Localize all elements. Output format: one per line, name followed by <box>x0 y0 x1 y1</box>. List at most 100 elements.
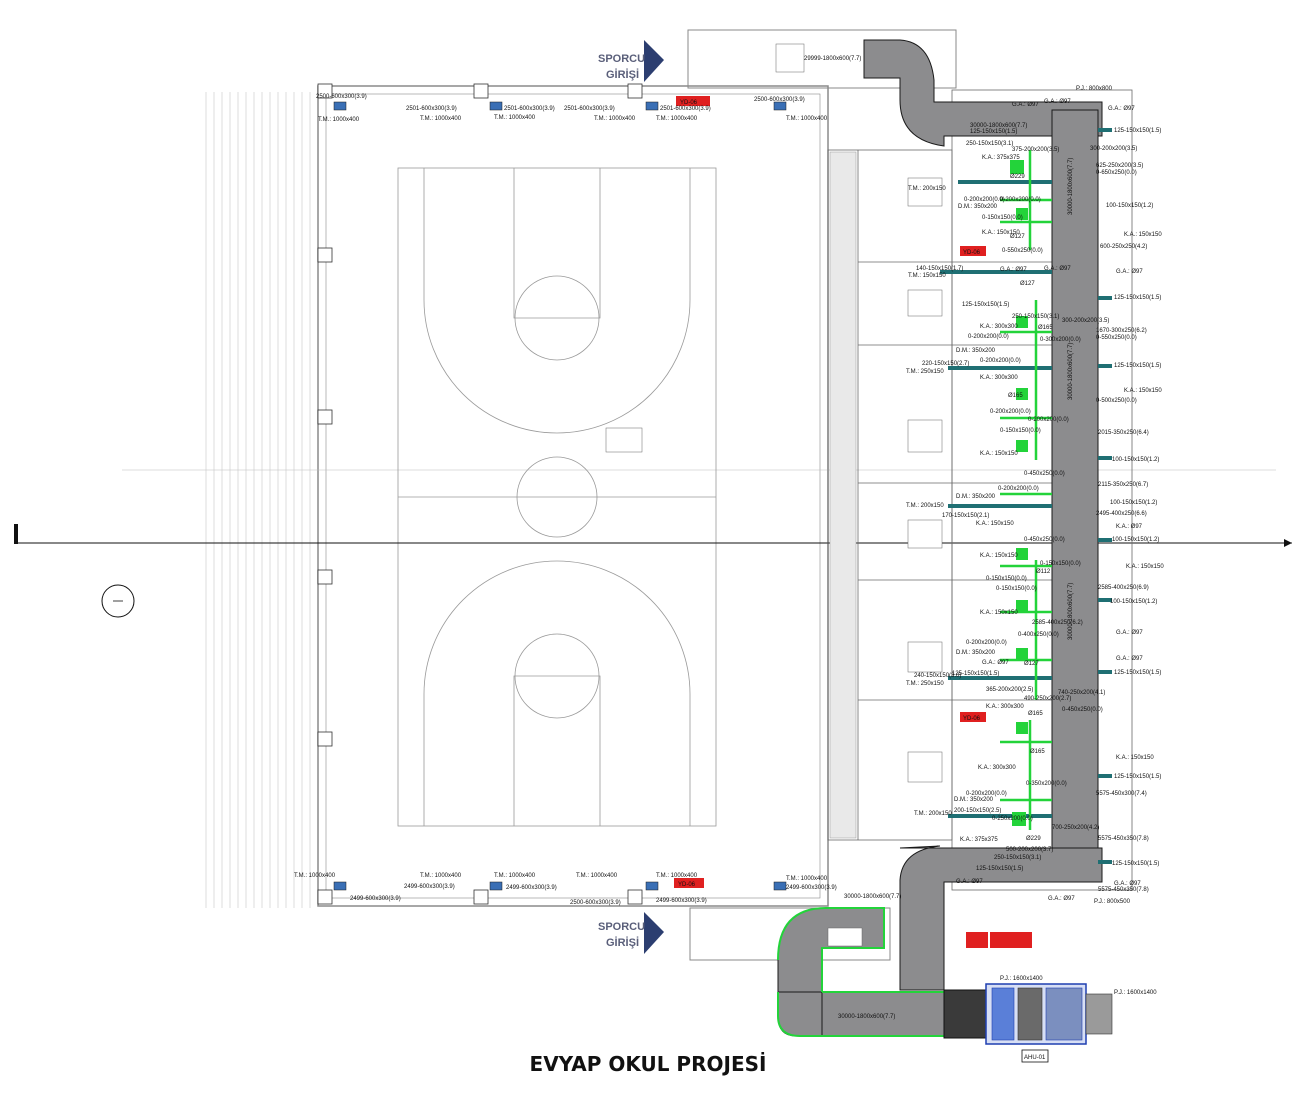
svg-text:K.A.: 150x150: K.A.: 150x150 <box>1124 232 1162 238</box>
svg-text:T.M.: 200x150: T.M.: 200x150 <box>906 503 944 509</box>
svg-text:Ø112: Ø112 <box>1036 569 1051 575</box>
svg-text:625-250x200(3.5): 625-250x200(3.5) <box>1096 163 1143 169</box>
svg-text:K.A.: 150x150: K.A.: 150x150 <box>982 230 1020 236</box>
svg-text:Ø127: Ø127 <box>1024 661 1039 667</box>
svg-text:T.M.: 200x150: T.M.: 200x150 <box>908 186 946 192</box>
red-tag: YD-06 <box>674 878 704 888</box>
svg-text:30000-1800x600(7.7): 30000-1800x600(7.7) <box>970 123 1027 129</box>
svg-text:0-250x200(0.0): 0-250x200(0.0) <box>992 816 1033 822</box>
red-tag: YD-06 <box>676 96 710 106</box>
svg-text:0-150x150(0.0): 0-150x150(0.0) <box>986 576 1027 582</box>
svg-text:2115-350x250(6.7): 2115-350x250(6.7) <box>1098 482 1148 488</box>
svg-text:K.A.: 300x300: K.A.: 300x300 <box>980 375 1018 381</box>
svg-text:G.A.: Ø97: G.A.: Ø97 <box>1000 267 1027 273</box>
right-branch-labels: G.A.: Ø97 125-150x150(1.5) 300-200x200(3… <box>1090 106 1164 893</box>
svg-text:140-150x150(1.7): 140-150x150(1.7) <box>916 266 963 272</box>
svg-text:K.A.: Ø97: K.A.: Ø97 <box>1116 524 1143 530</box>
svg-text:G.A.: Ø97: G.A.: Ø97 <box>1108 106 1135 112</box>
svg-text:T.M.: 1000x400: T.M.: 1000x400 <box>318 117 360 123</box>
svg-text:K.A.: 300x300: K.A.: 300x300 <box>978 765 1016 771</box>
svg-text:G.A.: Ø97: G.A.: Ø97 <box>1114 881 1141 887</box>
main-duct-ahu-run <box>821 991 945 1037</box>
svg-text:1670-300x250(6.2): 1670-300x250(6.2) <box>1096 328 1147 334</box>
svg-text:5575-450x300(7.4): 5575-450x300(7.4) <box>1096 791 1147 797</box>
svg-text:Ø165: Ø165 <box>1030 749 1045 755</box>
hatch-wall <box>829 151 857 839</box>
svg-text:0-450x250(0.0): 0-450x250(0.0) <box>1024 471 1065 477</box>
svg-text:250-150x150(3.1): 250-150x150(3.1) <box>966 141 1013 147</box>
main-duct-riser <box>1051 109 1099 861</box>
wall-grilles <box>333 101 787 891</box>
svg-text:Ø165: Ø165 <box>1028 711 1043 717</box>
entry-bottom-line1: SPORCU <box>598 921 645 933</box>
pj-labels: P.J.: 800x800 P.J.: 800x500 P.J.: 1600x1… <box>1000 86 1157 996</box>
svg-text:490-250x200(2.7): 490-250x200(2.7) <box>1024 696 1071 702</box>
svg-text:Ø229: Ø229 <box>1010 174 1025 180</box>
svg-text:100-150x150(1.2): 100-150x150(1.2) <box>1110 599 1157 605</box>
svg-text:2499-600x300(3.9): 2499-600x300(3.9) <box>656 898 707 904</box>
entry-top-line1: SPORCU <box>598 53 645 65</box>
svg-text:30000-1800x600(7.7): 30000-1800x600(7.7) <box>1068 583 1074 640</box>
room-legends <box>605 43 943 947</box>
svg-text:0-200x200(0.0): 0-200x200(0.0) <box>998 486 1039 492</box>
svg-text:K.A.: 150x150: K.A.: 150x150 <box>980 610 1018 616</box>
svg-text:100-150x150(1.2): 100-150x150(1.2) <box>1106 203 1153 209</box>
svg-text:2585-400x250(6.2): 2585-400x250(6.2) <box>1032 620 1083 626</box>
red-tag: YD-06 <box>960 712 986 722</box>
main-duct-top <box>863 39 1103 147</box>
svg-text:D.M.: 350x200: D.M.: 350x200 <box>958 204 998 210</box>
svg-text:T.M.: 1000x400: T.M.: 1000x400 <box>786 876 828 882</box>
svg-text:2500-600x300(3.9): 2500-600x300(3.9) <box>316 94 367 100</box>
svg-text:G.A.: Ø97: G.A.: Ø97 <box>1044 266 1071 272</box>
svg-text:2499-600x300(3.9): 2499-600x300(3.9) <box>350 896 401 902</box>
svg-text:T.M.: 1000x400: T.M.: 1000x400 <box>420 873 462 879</box>
svg-text:0-350x200(0.0): 0-350x200(0.0) <box>1026 781 1067 787</box>
svg-text:D.M.: 350x200: D.M.: 350x200 <box>954 797 994 803</box>
svg-text:Ø165: Ø165 <box>1038 325 1053 331</box>
svg-text:740-250x200(4.1): 740-250x200(4.1) <box>1058 690 1105 696</box>
top-row-labels: 2500-600x300(3.9) 2501-600x300(3.9) 2501… <box>316 94 828 123</box>
svg-text:2499-600x300(3.9): 2499-600x300(3.9) <box>786 885 837 891</box>
svg-text:0-200x200(0.0): 0-200x200(0.0) <box>990 409 1031 415</box>
svg-text:500-200x200(3.7): 500-200x200(3.7) <box>1006 847 1053 853</box>
svg-text:2501-600x300(3.9): 2501-600x300(3.9) <box>660 106 711 112</box>
svg-text:2500-600x300(3.9): 2500-600x300(3.9) <box>754 97 805 103</box>
svg-text:2501-600x300(3.9): 2501-600x300(3.9) <box>504 106 555 112</box>
svg-text:0-200x200(0.0): 0-200x200(0.0) <box>980 358 1021 364</box>
svg-text:0-200x200(0.0): 0-200x200(0.0) <box>966 791 1007 797</box>
svg-text:T.M.: 1000x400: T.M.: 1000x400 <box>420 116 462 122</box>
svg-text:YD-06: YD-06 <box>680 100 698 106</box>
exhaust-units <box>966 932 1032 948</box>
main-duct-labels: 29999-1800x600(7.7) 30000-1800x600(7.7) … <box>804 56 1074 1020</box>
svg-text:125-150x150(1.5): 125-150x150(1.5) <box>962 302 1009 308</box>
inner-labels: G.A.: Ø97 G.A.: Ø97 125-150x150(1.5) 250… <box>952 99 1109 902</box>
entry-bottom: SPORCU GİRİŞİ <box>598 912 664 954</box>
svg-text:T.M.: 150x150: T.M.: 150x150 <box>908 273 946 279</box>
entry-arrow-icon <box>644 40 664 82</box>
svg-text:250-150x150(3.1): 250-150x150(3.1) <box>1012 314 1059 320</box>
svg-text:D.M.: 350x200: D.M.: 350x200 <box>956 494 996 500</box>
svg-text:T.M.: 1000x400: T.M.: 1000x400 <box>576 873 618 879</box>
svg-text:0-150x150(0.0): 0-150x150(0.0) <box>982 215 1023 221</box>
svg-text:T.M.: 1000x400: T.M.: 1000x400 <box>656 873 698 879</box>
svg-text:125-150x150(1.5): 125-150x150(1.5) <box>976 866 1023 872</box>
svg-text:K.A.: 150x150: K.A.: 150x150 <box>980 553 1018 559</box>
svg-text:125-150x150(1.5): 125-150x150(1.5) <box>970 129 1017 135</box>
svg-text:G.A.: Ø97: G.A.: Ø97 <box>1044 99 1071 105</box>
svg-text:0-450x250(0.0): 0-450x250(0.0) <box>1062 707 1103 713</box>
svg-text:D.M.: 350x200: D.M.: 350x200 <box>956 348 996 354</box>
columns <box>317 83 643 905</box>
svg-text:0-500x250(0.0): 0-500x250(0.0) <box>1096 398 1137 404</box>
svg-text:Ø229: Ø229 <box>1026 836 1041 842</box>
svg-text:0-150x150(0.0): 0-150x150(0.0) <box>1000 428 1041 434</box>
svg-text:125-150x150(1.5): 125-150x150(1.5) <box>1114 670 1161 676</box>
basketball-court <box>397 167 717 827</box>
svg-text:5575-450x350(7.8): 5575-450x350(7.8) <box>1098 836 1149 842</box>
svg-text:T.M.: 1000x400: T.M.: 1000x400 <box>786 116 828 122</box>
svg-text:2501-600x300(3.9): 2501-600x300(3.9) <box>406 106 457 112</box>
ahu-label: AHU-01 <box>1024 1055 1046 1061</box>
svg-text:YD-06: YD-06 <box>678 882 696 888</box>
svg-text:YD-06: YD-06 <box>963 250 981 256</box>
svg-text:125-150x150(1.5): 125-150x150(1.5) <box>1114 295 1161 301</box>
svg-text:0-200x200(0.0): 0-200x200(0.0) <box>968 334 1009 340</box>
